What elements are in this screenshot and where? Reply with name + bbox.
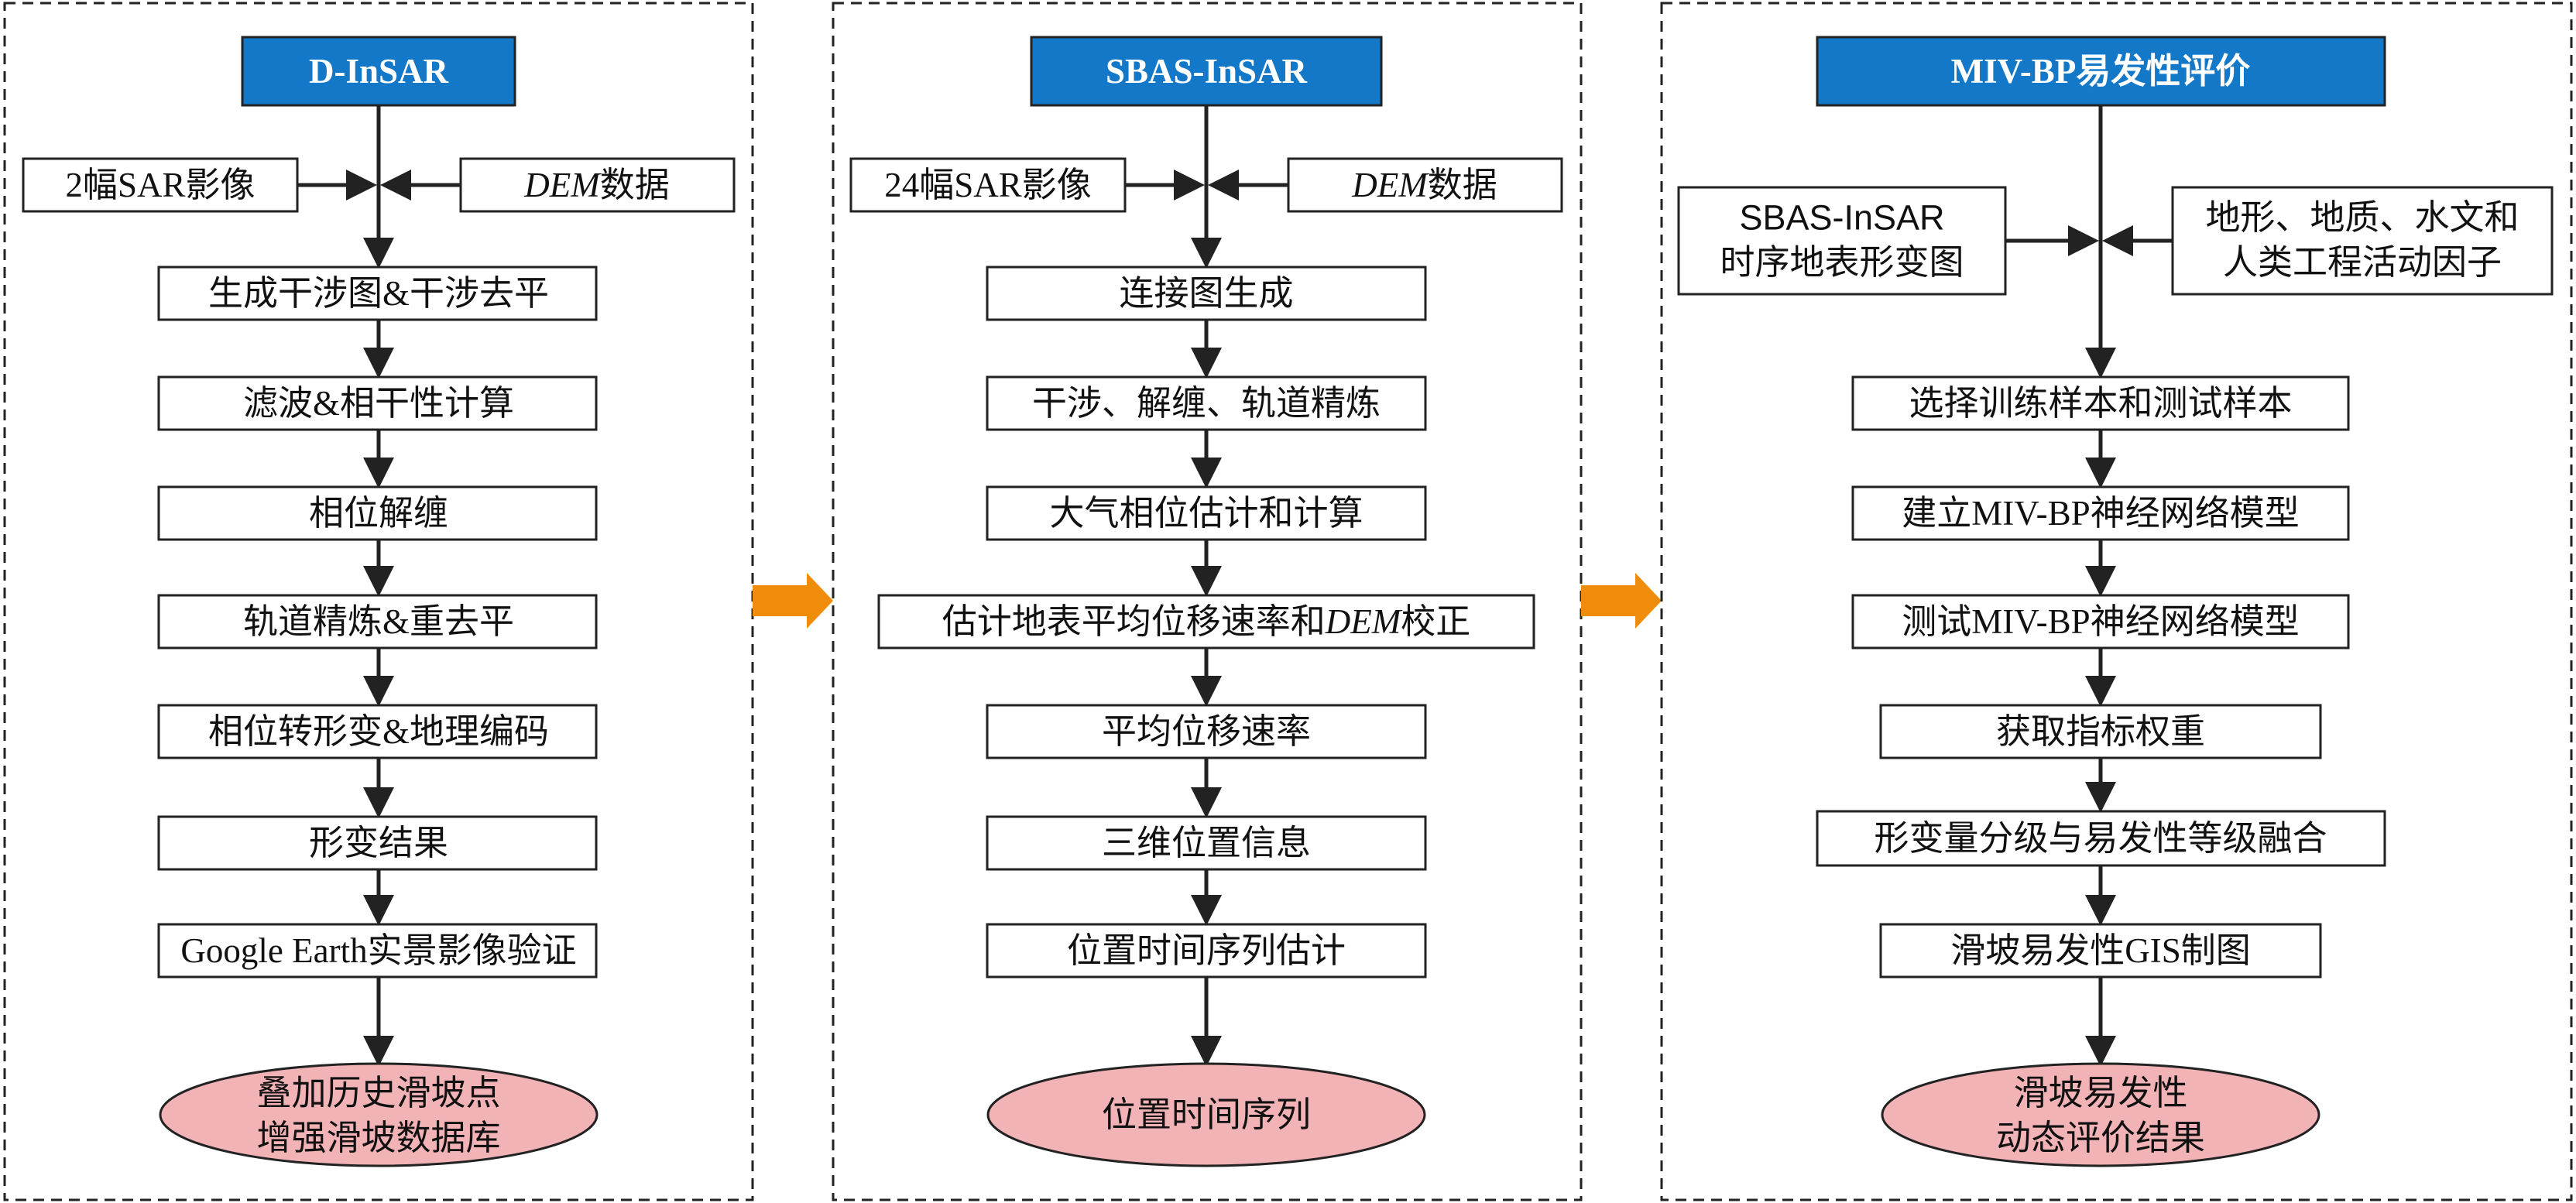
step-box: [986, 266, 1427, 321]
input-sar-label: 24幅SAR影像: [884, 166, 1092, 204]
step-box: [157, 704, 598, 759]
result-label-line2: 增强滑坡数据库: [256, 1119, 500, 1157]
panel-d-insar: D-InSAR 2幅SAR影像 DEM数据 生成干涉图&干涉去平 滤波&相干性计…: [3, 2, 754, 1201]
step-box: [986, 923, 1427, 979]
step-label: 生成干涉图&干涉去平: [208, 274, 549, 313]
header-label: SBAS-InSAR: [1106, 52, 1308, 91]
input-right-line1: 地形、地质、水文和: [2205, 198, 2519, 237]
panel-transition-arrow: [1581, 573, 1662, 629]
result-label: 位置时间序列: [1102, 1095, 1311, 1134]
step-box: [157, 815, 598, 871]
step-label: 相位转形变&地理编码: [208, 712, 549, 751]
input-sar-images: [849, 157, 1127, 213]
input-factors: [2171, 186, 2554, 296]
step-box: [157, 594, 598, 649]
step-label: 轨道精炼&重去平: [243, 602, 514, 641]
step-label: 选择训练样本和测试样本: [1909, 384, 2292, 423]
input-right-line2: 人类工程活动因子: [2223, 243, 2502, 282]
step-box: [1816, 810, 2386, 867]
result-oval: [159, 1062, 599, 1167]
step-label: 滤波&相干性计算: [243, 384, 514, 423]
step-box: [157, 266, 598, 321]
result-label-line1: 叠加历史滑坡点: [256, 1074, 500, 1112]
step-box: [986, 485, 1427, 541]
panel-sbas-insar: SBAS-InSAR 24幅SAR影像 DEM数据 连接图生成 干涉、解缠、轨道…: [832, 2, 1583, 1201]
input-dem-label: DEM数据: [1351, 166, 1497, 204]
input-sar-images: [22, 157, 299, 213]
step-box: [157, 375, 598, 431]
step-label: 大气相位估计和计算: [1049, 494, 1363, 533]
input-left-line1: SBAS-InSAR: [1739, 198, 1944, 238]
step-label: 相位解缠: [309, 494, 448, 533]
step-box: [1851, 375, 2350, 431]
input-sar-label: 2幅SAR影像: [65, 166, 255, 204]
result-oval: [986, 1062, 1426, 1167]
panel-transition-arrow: [753, 573, 833, 629]
step-label: 干涉、解缠、轨道精炼: [1032, 384, 1381, 423]
result-oval: [1881, 1062, 2320, 1167]
step-label: 形变量分级与易发性等级融合: [1874, 819, 2327, 858]
step-box: [157, 923, 598, 979]
step-label: 位置时间序列估计: [1067, 931, 1346, 970]
input-dem-label: DEM数据: [523, 166, 670, 204]
step-label: 建立MIV-BP神经网络模型: [1902, 494, 2299, 533]
input-dem: [459, 157, 736, 213]
result-label-line2: 动态评价结果: [1996, 1119, 2205, 1157]
step-label: 三维位置信息: [1102, 824, 1311, 862]
step-label: 测试MIV-BP神经网络模型: [1902, 602, 2299, 641]
step-box: [986, 375, 1427, 431]
step-label: 连接图生成: [1119, 274, 1293, 313]
step-box: [986, 704, 1427, 759]
step-label: 滑坡易发性GIS制图: [1950, 931, 2251, 970]
panel-miv-bp: MIV-BP易发性评价 SBAS-InSAR 时序地表形变图 地形、地质、水文和…: [1660, 2, 2573, 1201]
step-label: 获取指标权重: [1996, 712, 2205, 751]
step-label: Google Earth实景影像验证: [180, 931, 576, 970]
header-label: D-InSAR: [309, 52, 449, 91]
header-label: MIV-BP易发性评价: [1951, 52, 2251, 91]
input-left-line2: 时序地表形变图: [1720, 243, 1964, 282]
panel-frame: [1660, 2, 2573, 1201]
step-label: 平均位移速率: [1102, 712, 1311, 751]
step-box: [986, 815, 1427, 871]
step-label: 形变结果: [309, 824, 448, 862]
step-label: 估计地表平均位移速率和DEM校正: [942, 602, 1471, 641]
step-box: [157, 485, 598, 541]
header-box: [1030, 36, 1383, 107]
result-label-line1: 滑坡易发性: [2013, 1074, 2187, 1112]
step-box: [1879, 923, 2322, 979]
step-box: [877, 594, 1535, 649]
